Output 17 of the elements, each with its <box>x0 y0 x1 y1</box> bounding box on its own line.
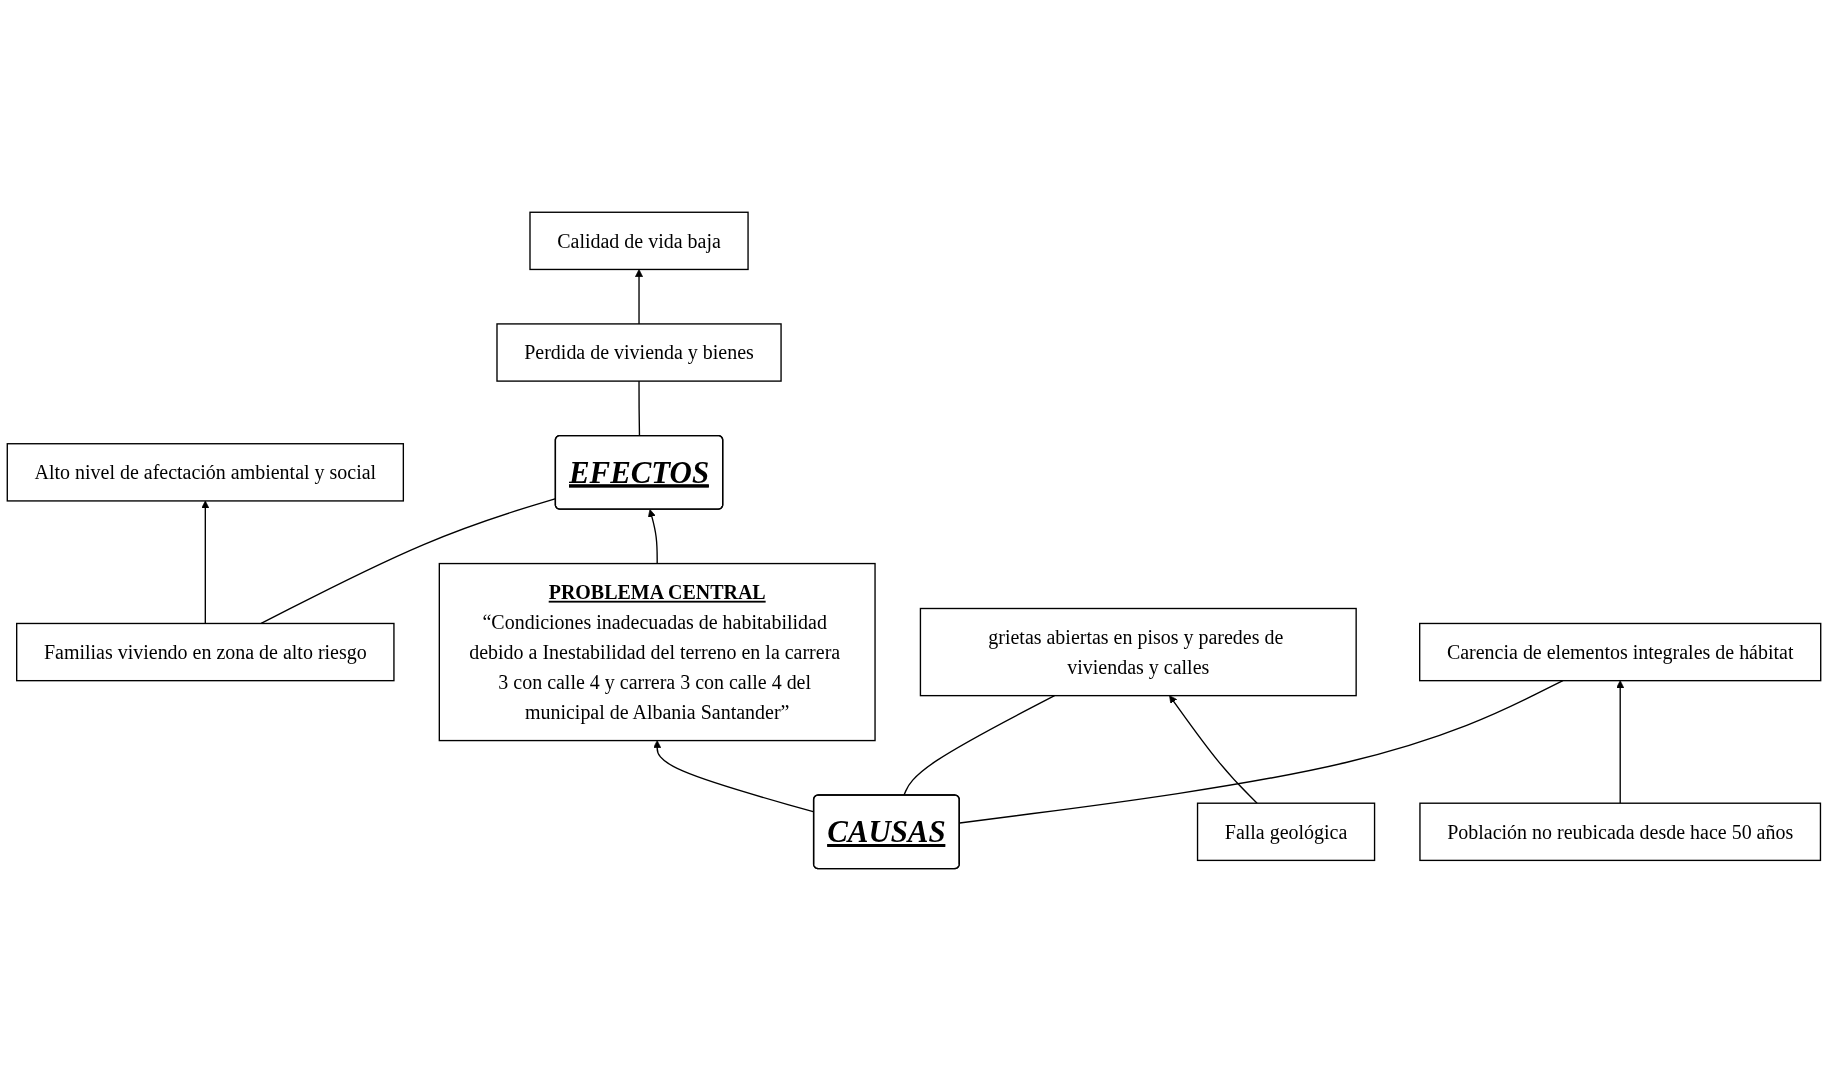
node-box: Falla geológica <box>1196 802 1376 862</box>
node-box: Perdida de vivienda y bienes <box>496 323 782 382</box>
arrow <box>201 500 210 625</box>
arrow <box>635 269 643 325</box>
node-box: grietas abiertas en pisos y paredes de viviendas y calles <box>919 607 1357 697</box>
node-box: Familias viviendo en zona de alto riesgo <box>16 622 395 682</box>
node-box: Población no reubicada desde hace 50 años <box>1419 802 1822 862</box>
node-box: Calidad de vida baja <box>529 211 749 271</box>
node-box: Alto nivel de afectación ambiental y social <box>6 443 404 502</box>
arrow <box>1169 695 1258 804</box>
connector <box>959 680 1564 824</box>
arrow <box>647 509 658 565</box>
node-box: Carencia de elementos integrales de hábitat <box>1419 622 1822 682</box>
arrow <box>1616 680 1625 804</box>
connector <box>638 380 641 437</box>
node-box: PROBLEMA CENTRAL “Condiciones inadecuadas de habitabilidad debido a Inestabilidad del terreno en la carrera 3 con calle 4 y carrera 3 con calle 4 del municipal de Albania Santander” <box>438 562 876 742</box>
connector <box>903 695 1056 797</box>
